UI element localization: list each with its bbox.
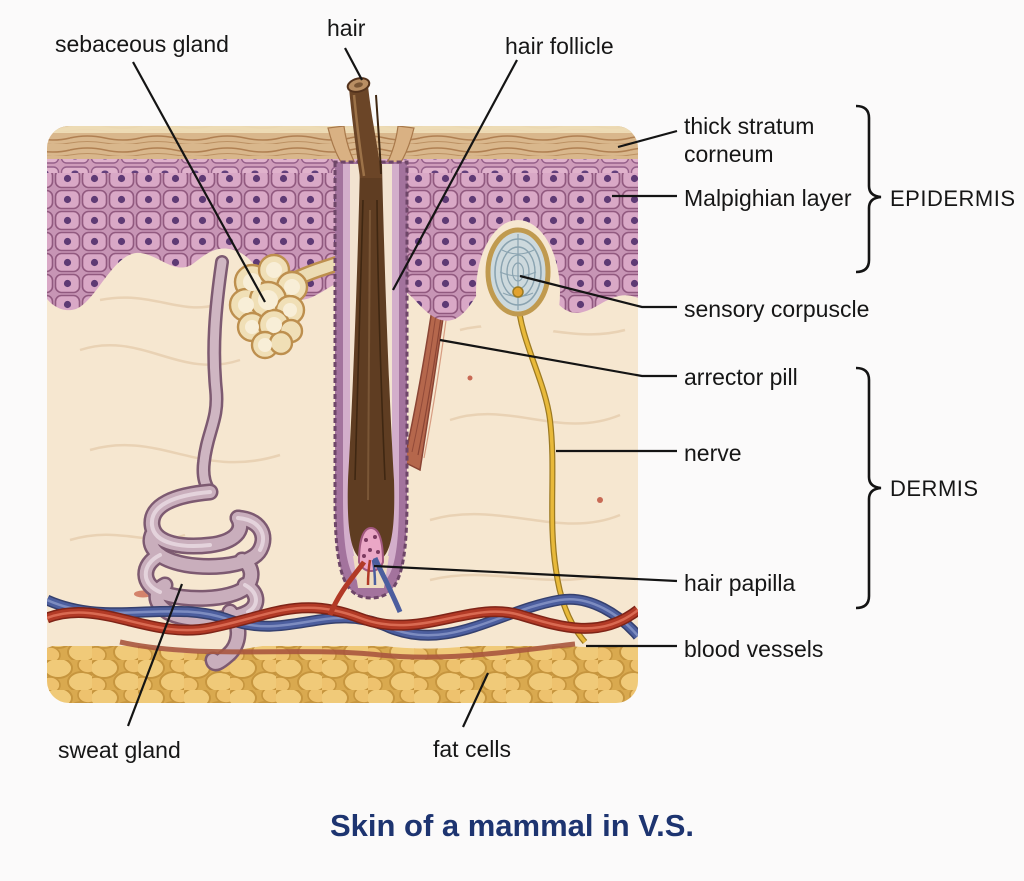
hair-shaft-shape	[346, 77, 382, 178]
leader-thick-stratum-corneum	[617, 129, 678, 149]
fat-layer-shape	[47, 646, 638, 703]
artery-shape	[47, 557, 638, 660]
sensory-corpuscle-label: sensory corpuscle	[684, 296, 870, 322]
nerve-label: nerve	[684, 440, 742, 466]
hair-label: hair	[327, 15, 366, 41]
tissue-speck	[597, 497, 603, 503]
dermis-group-label: DERMIS	[890, 476, 979, 501]
sensory-corpuscle-shape	[485, 227, 551, 317]
tissue-speck	[467, 375, 473, 381]
epidermis-brace	[855, 104, 882, 274]
malpighian-layer-label: Malpighian layer	[684, 185, 852, 211]
leader-hair	[344, 47, 363, 81]
leader-sensory-corpuscle	[519, 274, 677, 309]
hair-follicle-label: hair follicle	[505, 33, 614, 59]
leader-hair-papilla	[373, 564, 678, 583]
hair-follicle-shape	[327, 126, 415, 600]
blood-vessels-label: blood vessels	[684, 636, 824, 662]
sweat-gland-label: sweat gland	[58, 737, 181, 763]
leader-arrector-pili	[439, 338, 677, 378]
dermis-brace	[855, 366, 882, 610]
arrector-pili-label: arrector pill	[684, 364, 798, 390]
sebaceous-gland-label: sebaceous gland	[55, 31, 229, 57]
hair-papilla-label: hair papilla	[684, 570, 796, 596]
leader-sweat-gland	[126, 583, 184, 727]
hair-root-shape	[347, 164, 395, 562]
epidermis-group-label: EPIDERMIS	[890, 186, 1016, 211]
thick-stratum-corneum-label: thick stratum corneum	[684, 113, 815, 168]
figure-title: Skin of a mammal in V.S.	[329, 808, 695, 843]
fat-cells-label: fat cells	[433, 736, 511, 762]
leader-lines	[126, 47, 678, 728]
hair-papilla-shape	[357, 526, 385, 586]
fat-layer-top-edge	[47, 630, 638, 654]
leader-hair-follicle	[392, 59, 518, 291]
sebaceous-gland-shape	[228, 253, 344, 360]
leader-sebaceous-gland	[132, 61, 266, 303]
leader-fat-cells	[462, 672, 489, 728]
